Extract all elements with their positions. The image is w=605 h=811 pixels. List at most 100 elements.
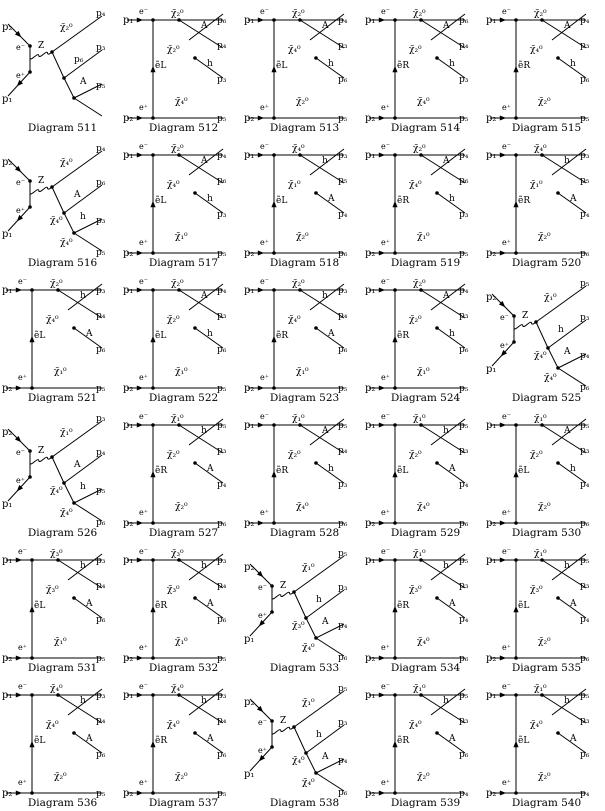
scalar-line — [63, 454, 103, 484]
end-label: p₅ — [217, 421, 227, 431]
scalar-line — [557, 732, 587, 754]
leg-label-p1: p₁ — [123, 690, 133, 701]
scalar-line — [436, 192, 466, 214]
leg-label-em: e⁻ — [502, 412, 511, 421]
end-label: p₅ — [217, 249, 227, 259]
leg-label-p1: p₁ — [123, 555, 133, 566]
arrow — [136, 790, 144, 796]
end-label: p₅ — [96, 81, 106, 91]
neutralino-line — [63, 212, 75, 234]
neutralino-line — [73, 232, 103, 252]
scalar-line — [430, 688, 466, 716]
neutralino-line — [547, 347, 559, 369]
neutralino-label-mid: χ̃₂⁰ — [167, 314, 180, 325]
arrow — [150, 335, 156, 343]
arrow — [14, 30, 22, 38]
diagram-caption: Diagram 534 — [390, 662, 461, 674]
leg-label-ep: e⁺ — [381, 103, 390, 112]
arrow — [271, 470, 277, 478]
end-label: p₄ — [96, 9, 106, 19]
vertex-dot — [30, 386, 34, 390]
diagram-caption: Diagram 539 — [390, 797, 461, 809]
arrow — [14, 165, 22, 173]
vertex-dot — [30, 558, 34, 562]
scalar-line — [430, 418, 466, 446]
emit-label: A — [327, 329, 335, 339]
end-label: p₅ — [459, 384, 469, 394]
arrow — [499, 250, 507, 256]
neutralino-label-mid: χ̃₄⁰ — [46, 719, 59, 730]
leg-label-p1: p₁ — [365, 690, 375, 701]
emit-label: h — [80, 212, 86, 222]
end-label: p₄ — [459, 151, 469, 161]
diagram-caption: Diagram 511 — [27, 122, 98, 134]
vertex-dot — [393, 288, 397, 292]
scalar-line — [67, 283, 103, 311]
leg-label-em: e⁻ — [381, 682, 390, 691]
neutralino-line — [178, 559, 224, 589]
neutralino-label-top: χ̃₂⁰ — [534, 8, 547, 19]
end-label: p₄ — [459, 615, 469, 625]
leg-label-ep: e⁺ — [381, 373, 390, 382]
vertex-dot — [540, 558, 544, 562]
emit-label: A — [442, 21, 450, 31]
leg-label-ep: e⁺ — [18, 643, 27, 652]
vertex-dot — [314, 461, 318, 465]
end-label: p₃ — [338, 41, 348, 51]
arrow — [271, 200, 277, 208]
vertex-dot — [177, 693, 181, 697]
emit-label: A — [569, 734, 577, 744]
emit-label: h — [80, 696, 86, 706]
leg-label-p1: p₁ — [123, 420, 133, 431]
leg-label-em: e⁻ — [139, 277, 148, 286]
neutralino-line — [299, 424, 345, 454]
end-label: p₆ — [459, 654, 469, 664]
neutralino-line — [178, 154, 224, 184]
diagram-caption: Diagram 512 — [148, 122, 219, 134]
vertex-dot — [393, 423, 397, 427]
vertex-dot — [556, 191, 560, 195]
neutralino-label-mid: χ̃₄⁰ — [409, 719, 422, 730]
emit-label: h — [443, 696, 449, 706]
vertex-dot — [272, 251, 276, 255]
propagator-label: Z — [522, 311, 528, 321]
emit-label: A — [327, 194, 335, 204]
vertex-dot — [393, 251, 397, 255]
diagram-caption: Diagram 528 — [269, 527, 340, 539]
neutralino-line — [293, 555, 345, 593]
leg-label-em: e⁻ — [18, 547, 27, 556]
emit-label: h — [558, 325, 564, 335]
neutralino-line — [293, 591, 307, 619]
scalar-line — [557, 597, 587, 619]
scalar-line — [557, 353, 587, 369]
propagator-label: ẽR — [155, 465, 167, 476]
leg-label-ep: e⁺ — [16, 206, 25, 215]
arrow — [136, 655, 144, 661]
scalar-line — [188, 13, 224, 41]
neutralino-line — [51, 456, 65, 484]
scalar-line — [315, 57, 345, 79]
end-label: p₆ — [96, 615, 106, 625]
scalar-line — [315, 462, 345, 484]
arrow — [513, 200, 519, 208]
vertex-dot — [151, 18, 155, 22]
diagram-caption: Diagram 519 — [390, 257, 461, 269]
end-label: p₆ — [96, 518, 106, 528]
vertex-dot — [514, 558, 518, 562]
emit-label: A — [85, 329, 93, 339]
end-label: p₆ — [338, 345, 348, 355]
end-label: p₅ — [338, 384, 348, 394]
arrow — [29, 740, 35, 748]
neutralino-label-top: χ̃₁⁰ — [413, 683, 426, 694]
neutralino-line — [420, 694, 466, 724]
emit-label: h — [201, 696, 207, 706]
emit-label: A — [206, 464, 214, 474]
z-boson-line — [271, 726, 295, 735]
end-label: p₆ — [580, 519, 590, 529]
